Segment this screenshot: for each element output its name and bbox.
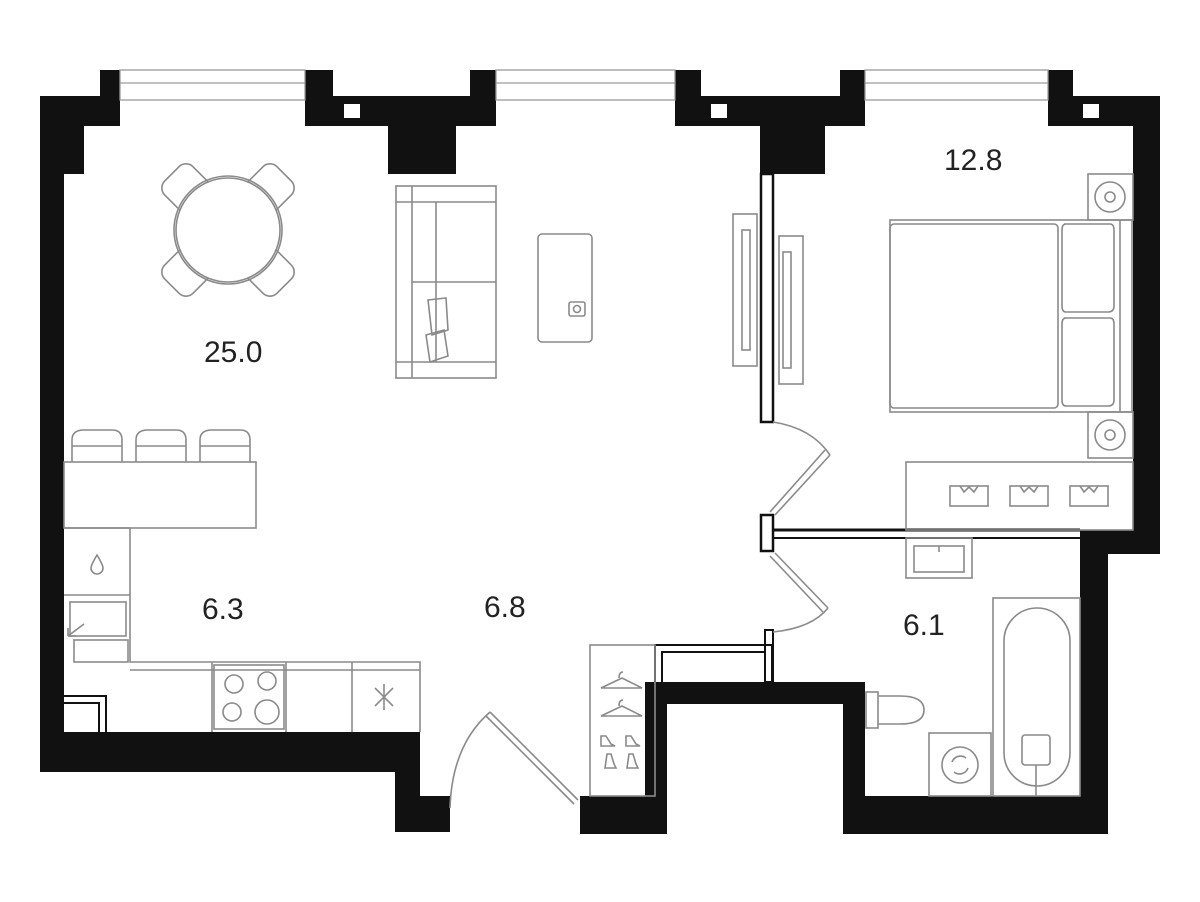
bathroom-area: 6.1 xyxy=(903,609,945,642)
bathtub-icon xyxy=(992,597,1081,797)
bed-icon xyxy=(889,219,1133,413)
kitchen-units xyxy=(64,527,421,732)
dining-table-icon xyxy=(161,163,295,297)
wardrobe-icon xyxy=(589,644,656,797)
windows xyxy=(119,69,1049,101)
sofa-icon xyxy=(395,185,497,379)
bedroom-area: 12.8 xyxy=(944,144,1002,177)
water-drop-icon xyxy=(90,553,104,575)
hall-area: 6.8 xyxy=(484,591,526,624)
nightstand-icon xyxy=(1087,173,1134,459)
coat-rack-icon xyxy=(600,671,643,717)
doors xyxy=(449,421,831,809)
kitchen-area: 6.3 xyxy=(202,593,244,626)
washing-machine-icon xyxy=(928,732,992,797)
stove-icon xyxy=(213,664,285,730)
closet-icon xyxy=(905,461,1134,531)
area-labels: 25.0 12.8 6.3 6.8 6.1 xyxy=(202,144,1002,642)
tv-icon xyxy=(732,213,804,385)
coffee-table-icon xyxy=(537,233,593,343)
living-room-area: 25.0 xyxy=(204,336,262,369)
washbasin-icon xyxy=(905,537,973,579)
fridge-icon xyxy=(374,684,394,710)
toilet-icon xyxy=(865,691,925,729)
bar-counter xyxy=(63,429,257,529)
kitchen-sink-icon xyxy=(67,601,129,663)
window-posts xyxy=(338,98,1105,124)
